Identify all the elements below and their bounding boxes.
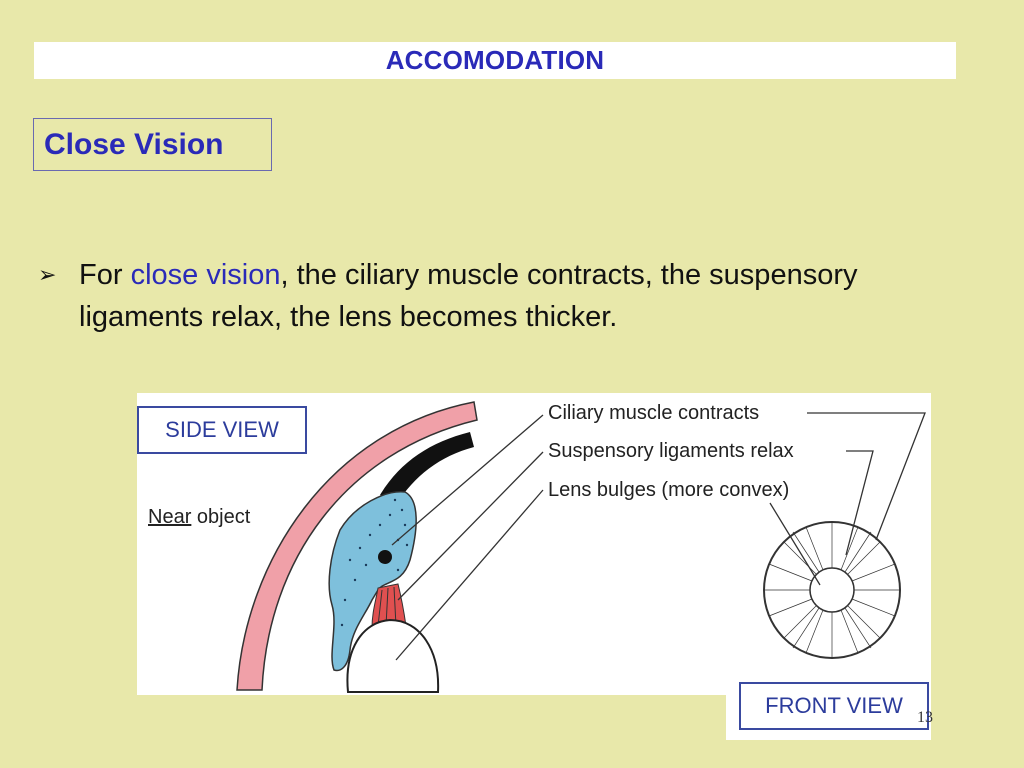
label-lens-bulges: Lens bulges (more convex): [548, 479, 790, 501]
label-ciliary-muscle: Ciliary muscle contracts: [548, 402, 760, 424]
near-object-label: Near object: [148, 506, 250, 529]
bullet-suffix: , the ciliary muscle contracts, the susp…: [79, 259, 858, 333]
subtitle-box: Close Vision: [33, 118, 272, 171]
ciliary-dot: [378, 550, 392, 564]
slide-subtitle: Close Vision: [44, 127, 224, 161]
lens: [346, 618, 440, 693]
bullet-prefix: For: [79, 259, 131, 291]
arrow-bullet-icon: ➢: [38, 262, 57, 287]
page-number: 13: [917, 709, 933, 726]
bullet-text: For close vision, the ciliary muscle con…: [79, 254, 938, 338]
front-view-label: FRONT VIEW: [739, 682, 929, 730]
label-suspensory-ligaments: Suspensory ligaments relax: [548, 440, 794, 462]
near-word: Near: [148, 506, 192, 528]
slide-title: ACCOMODATION: [385, 45, 605, 75]
sclera-band: [236, 401, 478, 691]
stippling: [340, 498, 409, 627]
title-bar: ACCOMODATION: [34, 42, 956, 79]
side-view-label: SIDE VIEW: [137, 406, 307, 454]
leader-lines: [391, 412, 926, 661]
ciliary-body: [328, 491, 417, 672]
object-word: object: [191, 506, 251, 528]
bullet-highlight: close vision: [130, 259, 281, 291]
choroid-strip: [380, 432, 474, 505]
front-view-eye: [763, 521, 901, 659]
bullet-point: ➢ For close vision, the ciliary muscle c…: [38, 254, 938, 338]
